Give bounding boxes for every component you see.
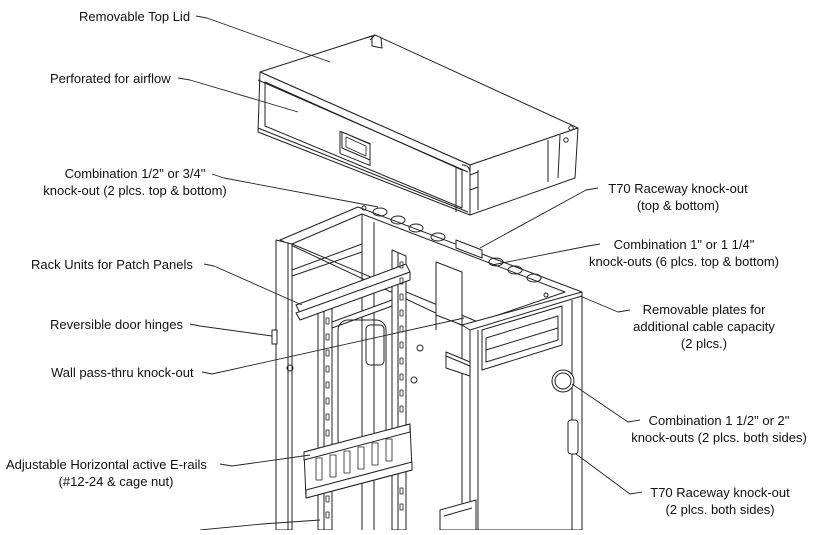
- door-hinge: [271, 329, 278, 345]
- removable-plate: [481, 305, 563, 371]
- wall-passthru-knockout: [365, 324, 385, 366]
- t70-side-slot: [567, 419, 579, 455]
- label-combo-side-line2: knock-outs (2 plcs. both sides): [631, 430, 807, 445]
- enclosure-body: [271, 205, 583, 531]
- label-door-hinges: Reversible door hinges: [50, 317, 183, 332]
- label-erails-line1: Adjustable Horizontal active E-rails: [6, 457, 207, 472]
- label-combo-1in-line1: Combination 1" or 1 1/4": [613, 237, 755, 252]
- label-combo-small-line1: Combination 1/2" or 3/4": [64, 166, 206, 181]
- label-combo-1in-line2: knock-outs (6 plcs. top & bottom): [588, 254, 780, 269]
- rack-rails: [295, 249, 477, 531]
- e-rail: [303, 423, 413, 499]
- top-knockouts: [361, 205, 549, 298]
- label-top-lid: Removable Top Lid: [79, 9, 191, 24]
- label-rack-units: Rack Units for Patch Panels: [31, 257, 193, 272]
- label-erails-line2: (#12-24 & cage nut): [58, 474, 174, 489]
- leader-lines: [177, 15, 643, 531]
- label-t70-side-line2: (2 plcs. both sides): [665, 502, 775, 517]
- side-knockout: [551, 369, 575, 393]
- label-plates-line2: additional cable capacity: [633, 319, 775, 334]
- label-t70-side-line1: T70 Raceway knock-out: [650, 485, 790, 500]
- label-t70-top-line2: (top & bottom): [636, 198, 720, 213]
- label-wall-passthru: Wall pass-thru knock-out: [51, 365, 194, 380]
- label-plates-line1: Removable plates for: [642, 302, 766, 317]
- label-combo-small-line2: knock-out (2 plcs. top & bottom): [43, 183, 227, 198]
- label-airflow: Perforated for airflow: [50, 71, 171, 86]
- label-plates-line3: (2 plcs.): [680, 336, 728, 351]
- label-t70-top-line1: T70 Raceway knock-out: [608, 181, 748, 196]
- label-combo-side-line1: Combination 1 1/2" or 2": [648, 413, 790, 428]
- top-lid: [257, 34, 579, 216]
